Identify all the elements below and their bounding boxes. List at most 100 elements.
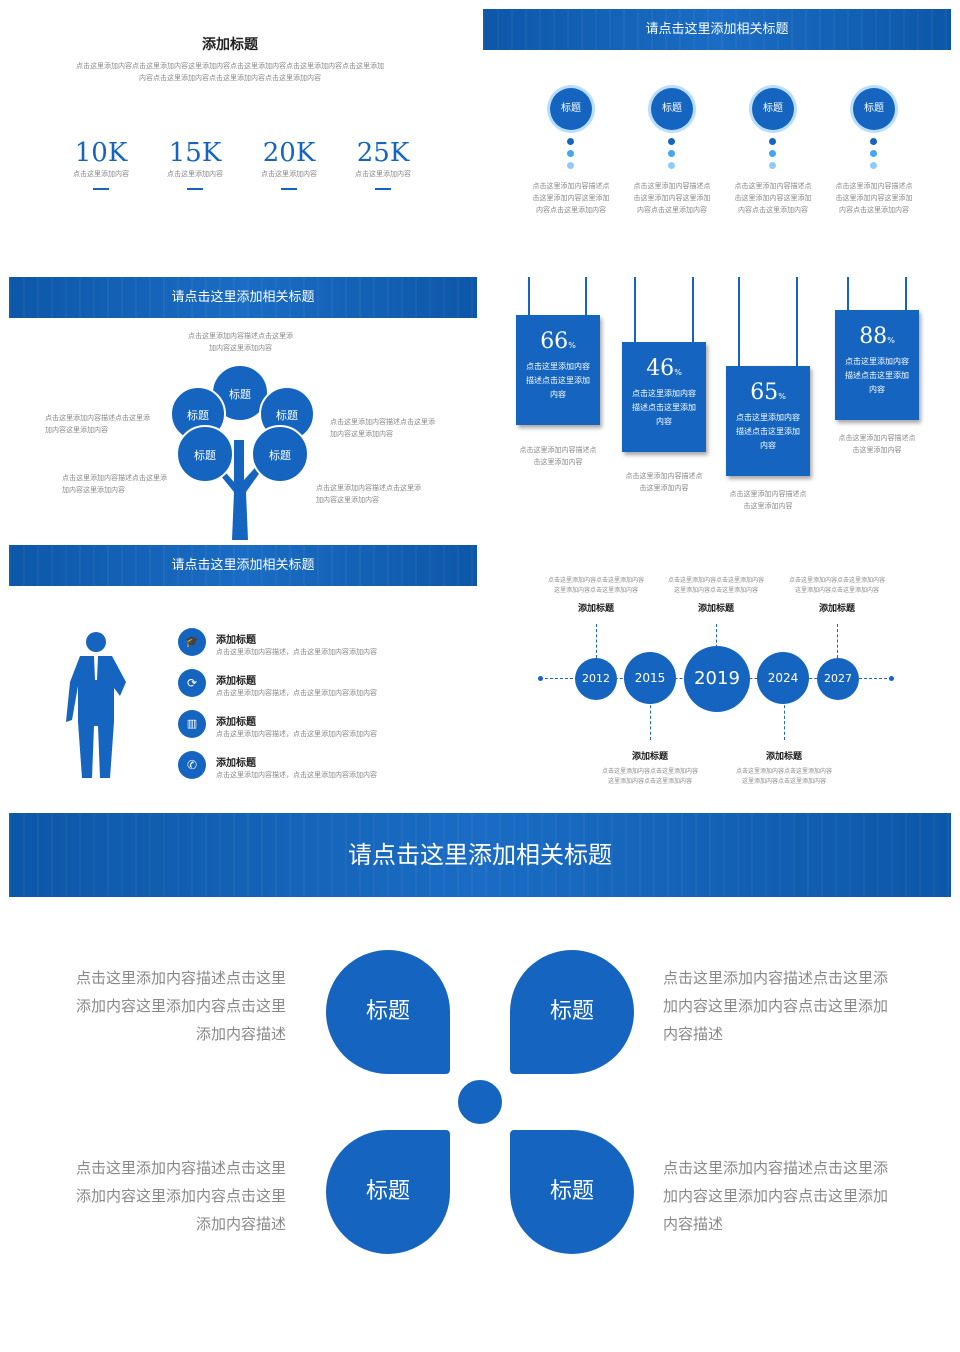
tree-circle[interactable]: 标题 <box>176 425 234 483</box>
card-wire <box>585 277 587 315</box>
timeline-end-dot <box>889 676 894 681</box>
item-description: 点击这里添加内容描述点击这里添加内容这里添加内容点击这里添加内容 <box>633 182 711 214</box>
card-wire <box>905 277 907 310</box>
timeline-connector <box>650 700 651 740</box>
petal-center <box>454 1076 506 1128</box>
timeline-title: 添加标题 <box>765 752 802 762</box>
timeline-title: 添加标题 <box>818 604 855 614</box>
item-description: 点击这里添加内容描述点击这里添加内容这里添加内容点击这里添加内容 <box>835 182 913 214</box>
title-circle[interactable]: 标题 <box>752 88 794 130</box>
tree-circle[interactable]: 标题 <box>251 425 309 483</box>
stats-description: 点击这里添加内容点击这里添加内容这里添加内容点击这里添加内容点击这里添加内容点击… <box>76 62 384 82</box>
timeline-title: 添加标题 <box>631 752 668 762</box>
stat-item: 25K 点击这里添加内容 <box>337 138 429 190</box>
timeline-desc: 点击这里添加内容点击这里添加内容这里添加内容点击这里添加内容 <box>667 577 764 594</box>
icon-circle: ⟳ <box>178 669 206 697</box>
slide-banner: 请点击这里添加相关标题 <box>9 813 951 897</box>
tree-text-right: 点击这里添加内容描述点击这里添加内容这里添加内容 <box>330 418 435 438</box>
year-circle[interactable]: 2015 <box>624 652 676 704</box>
timeline-title: 添加标题 <box>697 604 734 614</box>
year-circle[interactable]: 2027 <box>817 658 859 700</box>
icon-circle: 🎓 <box>178 628 206 656</box>
tree-trunk <box>216 440 266 540</box>
tree-text-top: 点击这里添加内容描述点击这里添加内容这里添加内容 <box>188 332 293 352</box>
stat-item: 10K 点击这里添加内容 <box>55 138 147 190</box>
tree-text-left: 点击这里添加内容描述点击这里添加内容这里添加内容 <box>62 474 167 494</box>
petal-text: 点击这里添加内容描述点击这里添加内容这里添加内容点击这里添加内容描述 <box>663 1159 889 1233</box>
slide-banner: 请点击这里添加相关标题 <box>9 277 477 318</box>
stat-value: 15K <box>168 138 222 168</box>
petal-text: 点击这里添加内容描述点击这里添加内容这里添加内容点击这里添加内容描述 <box>663 969 889 1043</box>
stat-label: 点击这里添加内容 <box>73 170 129 178</box>
stat-underline <box>187 188 203 190</box>
stat-label: 点击这里添加内容 <box>261 170 317 178</box>
year-circle[interactable]: 2024 <box>757 652 809 704</box>
item-description: 点击这里添加内容描述点击这里添加内容这里添加内容点击这里添加内容 <box>532 182 610 214</box>
dots <box>769 138 777 169</box>
timeline-title: 添加标题 <box>577 604 614 614</box>
card-wire <box>528 277 530 315</box>
slide-banner: 请点击这里添加相关标题 <box>9 545 477 586</box>
timeline-desc: 点击这里添加内容点击这里添加内容这里添加内容点击这里添加内容 <box>601 768 698 785</box>
timeline-connector <box>716 624 717 658</box>
card-description: 点击这里添加内容描述点击这里添加内容 <box>625 472 703 492</box>
stat-value: 10K <box>74 138 128 168</box>
list-item: 添加标题 点击这里添加内容描述，点击这里添加内容添加内容 <box>216 717 377 738</box>
stat-label: 点击这里添加内容 <box>355 170 411 178</box>
item-description: 点击这里添加内容描述点击这里添加内容这里添加内容点击这里添加内容 <box>734 182 812 214</box>
timeline-desc: 点击这里添加内容点击这里添加内容这里添加内容点击这里添加内容 <box>735 768 832 785</box>
list-item: 添加标题 点击这里添加内容描述，点击这里添加内容添加内容 <box>216 758 377 779</box>
stat-underline <box>375 188 391 190</box>
phone-icon: ✆ <box>186 758 198 772</box>
businessman-silhouette <box>66 632 126 778</box>
stat-item: 20K 点击这里添加内容 <box>243 138 335 190</box>
stat-underline <box>93 188 109 190</box>
chart-icon: ▥ <box>186 717 198 730</box>
graduation-cap-icon: 🎓 <box>185 635 199 648</box>
timeline-connector <box>837 624 838 658</box>
timeline-connector <box>784 700 785 740</box>
dots <box>870 138 878 169</box>
list-item: 添加标题 点击这里添加内容描述，点击这里添加内容添加内容 <box>216 676 377 697</box>
slide-banner: 请点击这里添加相关标题 <box>483 9 951 50</box>
card-wire <box>738 277 740 366</box>
list-item: 添加标题 点击这里添加内容描述，点击这里添加内容添加内容 <box>216 635 377 656</box>
petal[interactable]: 标题 <box>326 950 450 1074</box>
card-wire <box>796 277 798 366</box>
title-circle[interactable]: 标题 <box>651 88 693 130</box>
icon-circle: ▥ <box>178 710 206 738</box>
petal[interactable]: 标题 <box>510 950 634 1074</box>
dots <box>668 138 676 169</box>
percent-card[interactable]: 66% 点击这里添加内容描述点击这里添加内容 <box>516 315 600 425</box>
card-description: 点击这里添加内容描述点击这里添加内容 <box>838 434 916 454</box>
percent-card[interactable]: 88% 点击这里添加内容描述点击这里添加内容 <box>835 310 919 420</box>
percent-card[interactable]: 65% 点击这里添加内容描述点击这里添加内容 <box>726 366 810 476</box>
stat-value: 20K <box>262 138 316 168</box>
card-wire <box>847 277 849 310</box>
card-description: 点击这里添加内容描述点击这里添加内容 <box>519 446 597 466</box>
icon-circle: ✆ <box>178 751 206 779</box>
timeline-connector <box>596 624 597 658</box>
petal-text: 点击这里添加内容描述点击这里添加内容这里添加内容点击这里添加内容描述 <box>75 1159 286 1233</box>
petal[interactable]: 标题 <box>326 1130 450 1254</box>
timeline-desc: 点击这里添加内容点击这里添加内容这里添加内容点击这里添加内容 <box>547 577 644 594</box>
petal-text: 点击这里添加内容描述点击这里添加内容这里添加内容点击这里添加内容描述 <box>75 969 286 1043</box>
year-circle[interactable]: 2019 <box>684 646 750 712</box>
stats-title: 添加标题 <box>202 37 258 53</box>
dots <box>567 138 575 169</box>
timeline-end-dot <box>538 676 543 681</box>
card-wire <box>692 277 694 342</box>
timeline-desc: 点击这里添加内容点击这里添加内容这里添加内容点击这里添加内容 <box>788 577 885 594</box>
petal[interactable]: 标题 <box>510 1130 634 1254</box>
tree-text-left: 点击这里添加内容描述点击这里添加内容这里添加内容 <box>45 414 150 434</box>
refresh-icon: ⟳ <box>186 676 198 690</box>
year-circle[interactable]: 2012 <box>575 658 617 700</box>
card-wire <box>634 277 636 342</box>
title-circle[interactable]: 标题 <box>550 88 592 130</box>
stat-value: 25K <box>356 138 410 168</box>
card-description: 点击这里添加内容描述点击这里添加内容 <box>729 490 807 510</box>
stat-label: 点击这里添加内容 <box>167 170 223 178</box>
percent-card[interactable]: 46% 点击这里添加内容描述点击这里添加内容 <box>622 342 706 452</box>
title-circle[interactable]: 标题 <box>853 88 895 130</box>
stat-underline <box>281 188 297 190</box>
